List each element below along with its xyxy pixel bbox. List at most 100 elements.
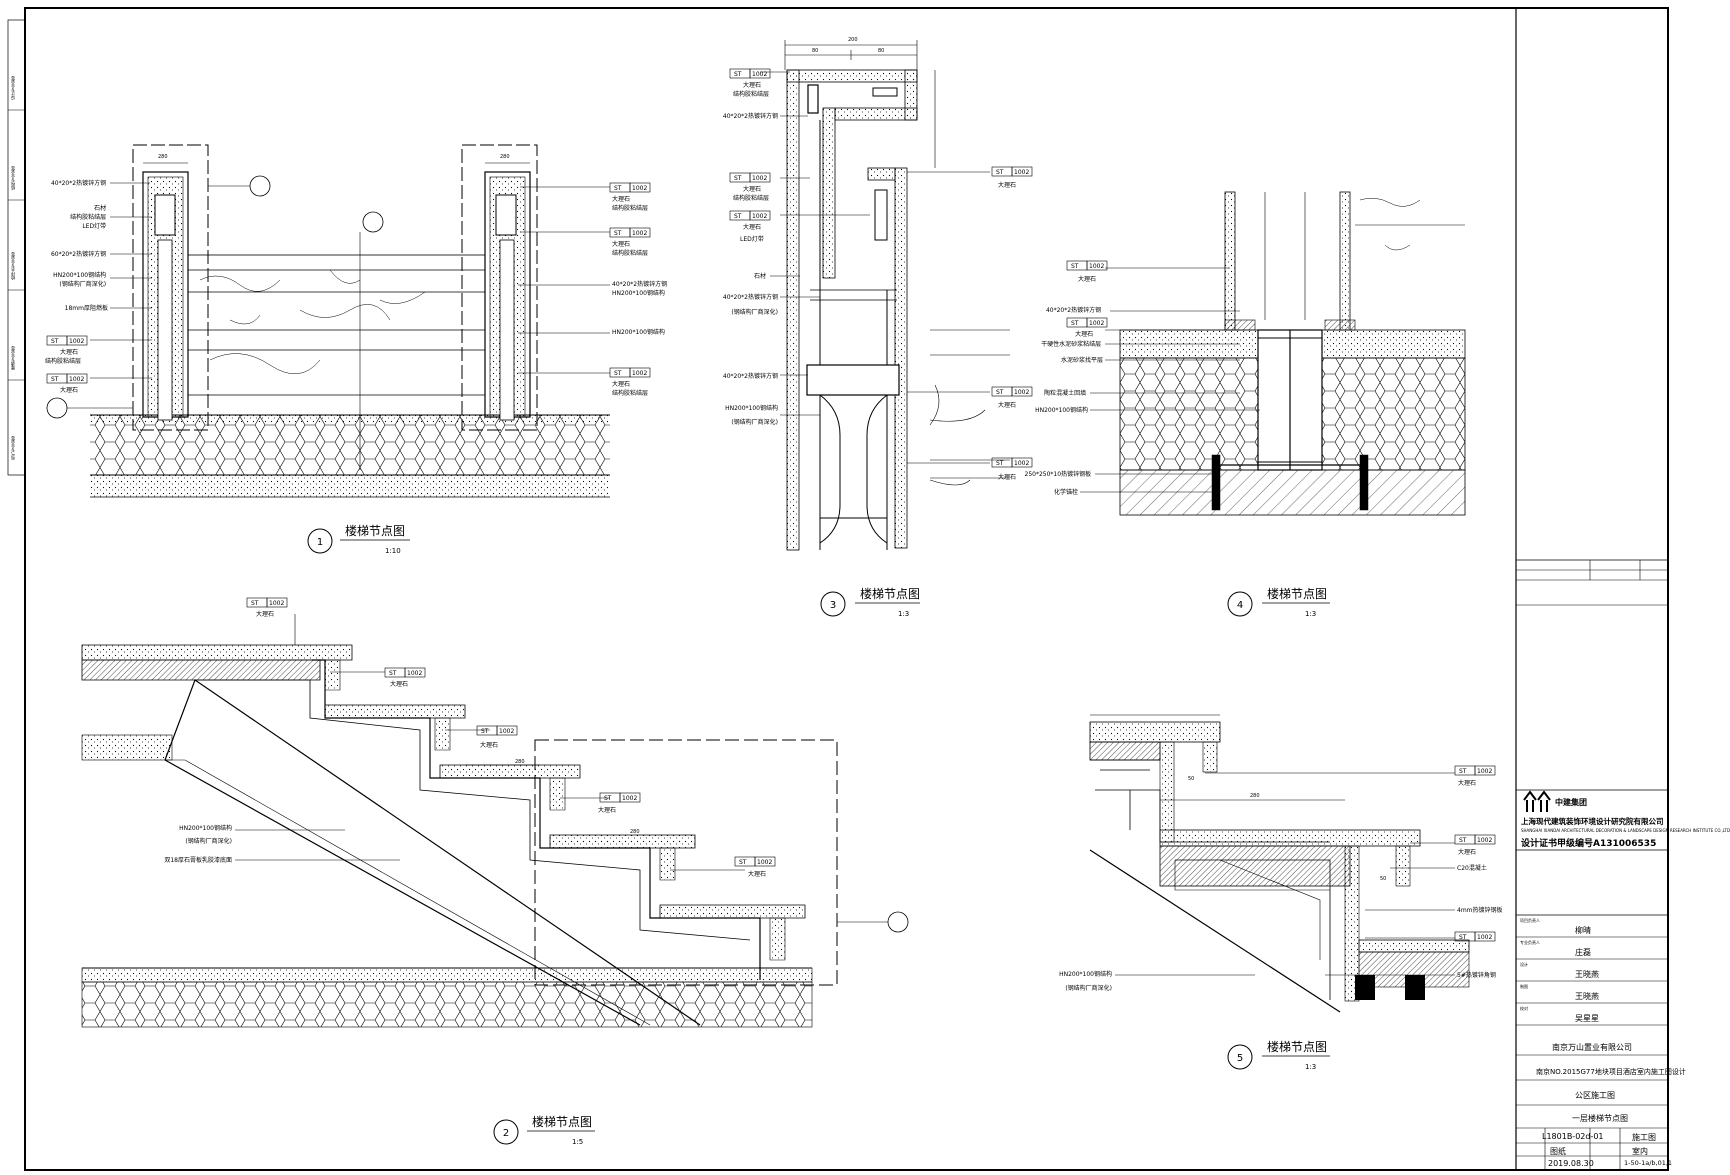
- detail-1-caption: 1 楼梯节点图 1:10: [307, 523, 410, 555]
- margin-stamp: 电气专业会签: [10, 436, 15, 460]
- tag-text: 大理石: [743, 81, 761, 89]
- label-mortar: 干硬性水泥砂浆粘结层: [1041, 340, 1101, 348]
- label-steel: 40*20*2热镀锌方钢: [612, 280, 667, 288]
- detail-4-labels-c: 250*250*10热镀锌钢板 化学锚栓: [1025, 470, 1093, 496]
- detail-2-tag-3: ST 1002 大理石: [476, 725, 518, 749]
- svg-text:大理石结构胶粘结层: 大理石结构胶粘结层: [733, 81, 769, 98]
- tag-st: ST: [614, 185, 622, 192]
- tag-st: ST: [51, 338, 59, 345]
- checker-name: 吴星星: [1575, 1014, 1599, 1023]
- tag-code: 1002: [752, 213, 767, 220]
- tag-code: 1002: [1477, 934, 1492, 941]
- detail-scale: 1:3: [1305, 610, 1316, 618]
- detail-1-tag-right-3: ST 1002 大理石结构胶粘结层: [609, 367, 651, 397]
- detail-3-steel-2: 40*20*2热镀锌方钢(钢结构厂商深化): [723, 293, 778, 316]
- margin-stamp: 暖通专业会签: [10, 346, 15, 370]
- label-marble: 大理石: [1075, 330, 1093, 338]
- detail-1-drawing: [46, 144, 610, 498]
- detail-1-dim-b: 280: [500, 154, 510, 160]
- drawing-number: L1801B-02d-01: [1542, 1132, 1604, 1141]
- tag-code: 1002: [632, 370, 647, 377]
- margin-stamp: 结构专业会签: [10, 166, 15, 190]
- tag-text: 结构胶粘结层: [612, 389, 648, 397]
- row-label: 专业负责人: [1520, 940, 1540, 945]
- svg-text:大理石结构胶粘结层: 大理石结构胶粘结层: [45, 348, 81, 365]
- tag-text: 大理石: [998, 473, 1016, 481]
- drawing-date: 2019.08.30: [1548, 1159, 1594, 1168]
- detail-4-drawing: [1080, 191, 1466, 516]
- tag-st: ST: [1071, 263, 1079, 270]
- detail-3-dim-b: 80: [878, 48, 884, 54]
- discipline-lead-name: 庄磊: [1575, 948, 1591, 957]
- tag-st: ST: [996, 169, 1004, 176]
- tag-text: 大理石: [1458, 779, 1476, 787]
- detail-4-labels-a: 40*20*2热镀锌方钢 大理石 干硬性水泥砂浆粘结层 水泥砂浆找平层: [1041, 306, 1103, 364]
- detail-5-dim-c: 50: [1380, 876, 1386, 882]
- svg-text:大理石结构胶粘结层: 大理石结构胶粘结层: [612, 380, 648, 397]
- detail-number: 3: [830, 600, 836, 611]
- detail-number: 5: [1237, 1053, 1243, 1064]
- label-hn200: HN200*100钢结构: [179, 824, 232, 832]
- tag-code: 1002: [1014, 169, 1029, 176]
- tag-text: 大理石: [612, 380, 630, 388]
- tag-text: 大理石: [598, 806, 616, 814]
- detail-number: 2: [503, 1128, 509, 1139]
- tag-code: 1002: [1014, 389, 1029, 396]
- tag-st: ST: [1459, 837, 1467, 844]
- detail-title: 楼梯节点图: [1267, 1039, 1327, 1054]
- company-logo-icon: [1523, 790, 1551, 812]
- detail-5-drawing: [1089, 714, 1470, 1013]
- label-stone: 石材: [94, 204, 106, 212]
- label-note: (钢结构厂商深化): [731, 308, 778, 316]
- detail-3-steel-3: 40*20*2热镀锌方钢: [723, 372, 778, 380]
- tag-text: 大理石: [998, 401, 1016, 409]
- detail-title: 楼梯节点图: [345, 523, 405, 538]
- tag-text: 大理石: [60, 386, 78, 394]
- label-screed: 水泥砂浆找平层: [1061, 356, 1103, 364]
- design-certificate: 设计证书甲级编号A131006535: [1521, 839, 1657, 849]
- tag-code: 1002: [632, 230, 647, 237]
- label-hn200: HN200*100钢结构: [725, 404, 778, 412]
- tag-text: 大理石: [743, 223, 761, 231]
- detail-2-tag-4: ST 1002 大理石: [598, 792, 641, 814]
- client-name: 南京万山置业有限公司: [1552, 1043, 1632, 1052]
- stage: 室内: [1632, 1147, 1648, 1156]
- detail-3-tag-r2: ST 1002 大理石: [991, 386, 1033, 409]
- tag-code: 1002: [1014, 460, 1029, 467]
- detail-3-hn200: HN200*100钢结构(钢结构厂商深化): [725, 404, 778, 426]
- row-label: 校对: [1520, 1006, 1528, 1011]
- tag-st: ST: [734, 175, 742, 182]
- detail-3-steel: 40*20*2热镀锌方钢: [723, 112, 778, 120]
- label-hn200-note: (钢结构厂商深化): [59, 280, 106, 288]
- row-label: 设计: [1520, 962, 1528, 967]
- tag-st: ST: [604, 795, 612, 802]
- project-lead-name: 柳晴: [1575, 926, 1591, 935]
- row-label: 制图: [1520, 984, 1528, 989]
- tag-code: 1002: [1089, 320, 1104, 327]
- tag-st: ST: [996, 389, 1004, 396]
- label-led: LED灯带: [82, 222, 106, 230]
- label-steel-40x20: 40*20*2热镀锌方钢: [51, 179, 106, 187]
- tag-st: ST: [1071, 320, 1079, 327]
- svg-text:大理石结构胶粘结层: 大理石结构胶粘结层: [612, 240, 648, 257]
- detail-5-hn200: HN200*100钢结构(钢结构厂商深化): [1059, 970, 1112, 992]
- tag-st: ST: [481, 728, 489, 735]
- detail-3-dim-total: 200: [848, 37, 858, 43]
- detail-scale: 1:5: [572, 1138, 583, 1146]
- detail-2-tag-1: ST 1002 大理石: [246, 597, 288, 618]
- detail-scale: 1:10: [385, 547, 401, 555]
- detail-1-tag-left-1: ST 1002 大理石结构胶粘结层: [45, 335, 88, 365]
- tag-code: 1002: [269, 600, 284, 607]
- label-steel: 40*20*2热镀锌方钢: [1046, 306, 1101, 314]
- tag-st: ST: [251, 600, 259, 607]
- tag-st: ST: [1459, 934, 1467, 941]
- detail-1-right-hn: HN200*100钢结构: [612, 328, 665, 336]
- detail-5-dim-b: 50: [1188, 776, 1194, 782]
- margin-stamp: 设计专业会签: [10, 76, 15, 100]
- company-english-name: SHANGHAI XIANDAI ARCHITECTURAL DECORATIO…: [1521, 828, 1730, 833]
- tag-st: ST: [614, 370, 622, 377]
- design-phase: 施工图: [1632, 1133, 1656, 1142]
- detail-1-tag-left-2: ST 1002 大理石: [46, 373, 88, 394]
